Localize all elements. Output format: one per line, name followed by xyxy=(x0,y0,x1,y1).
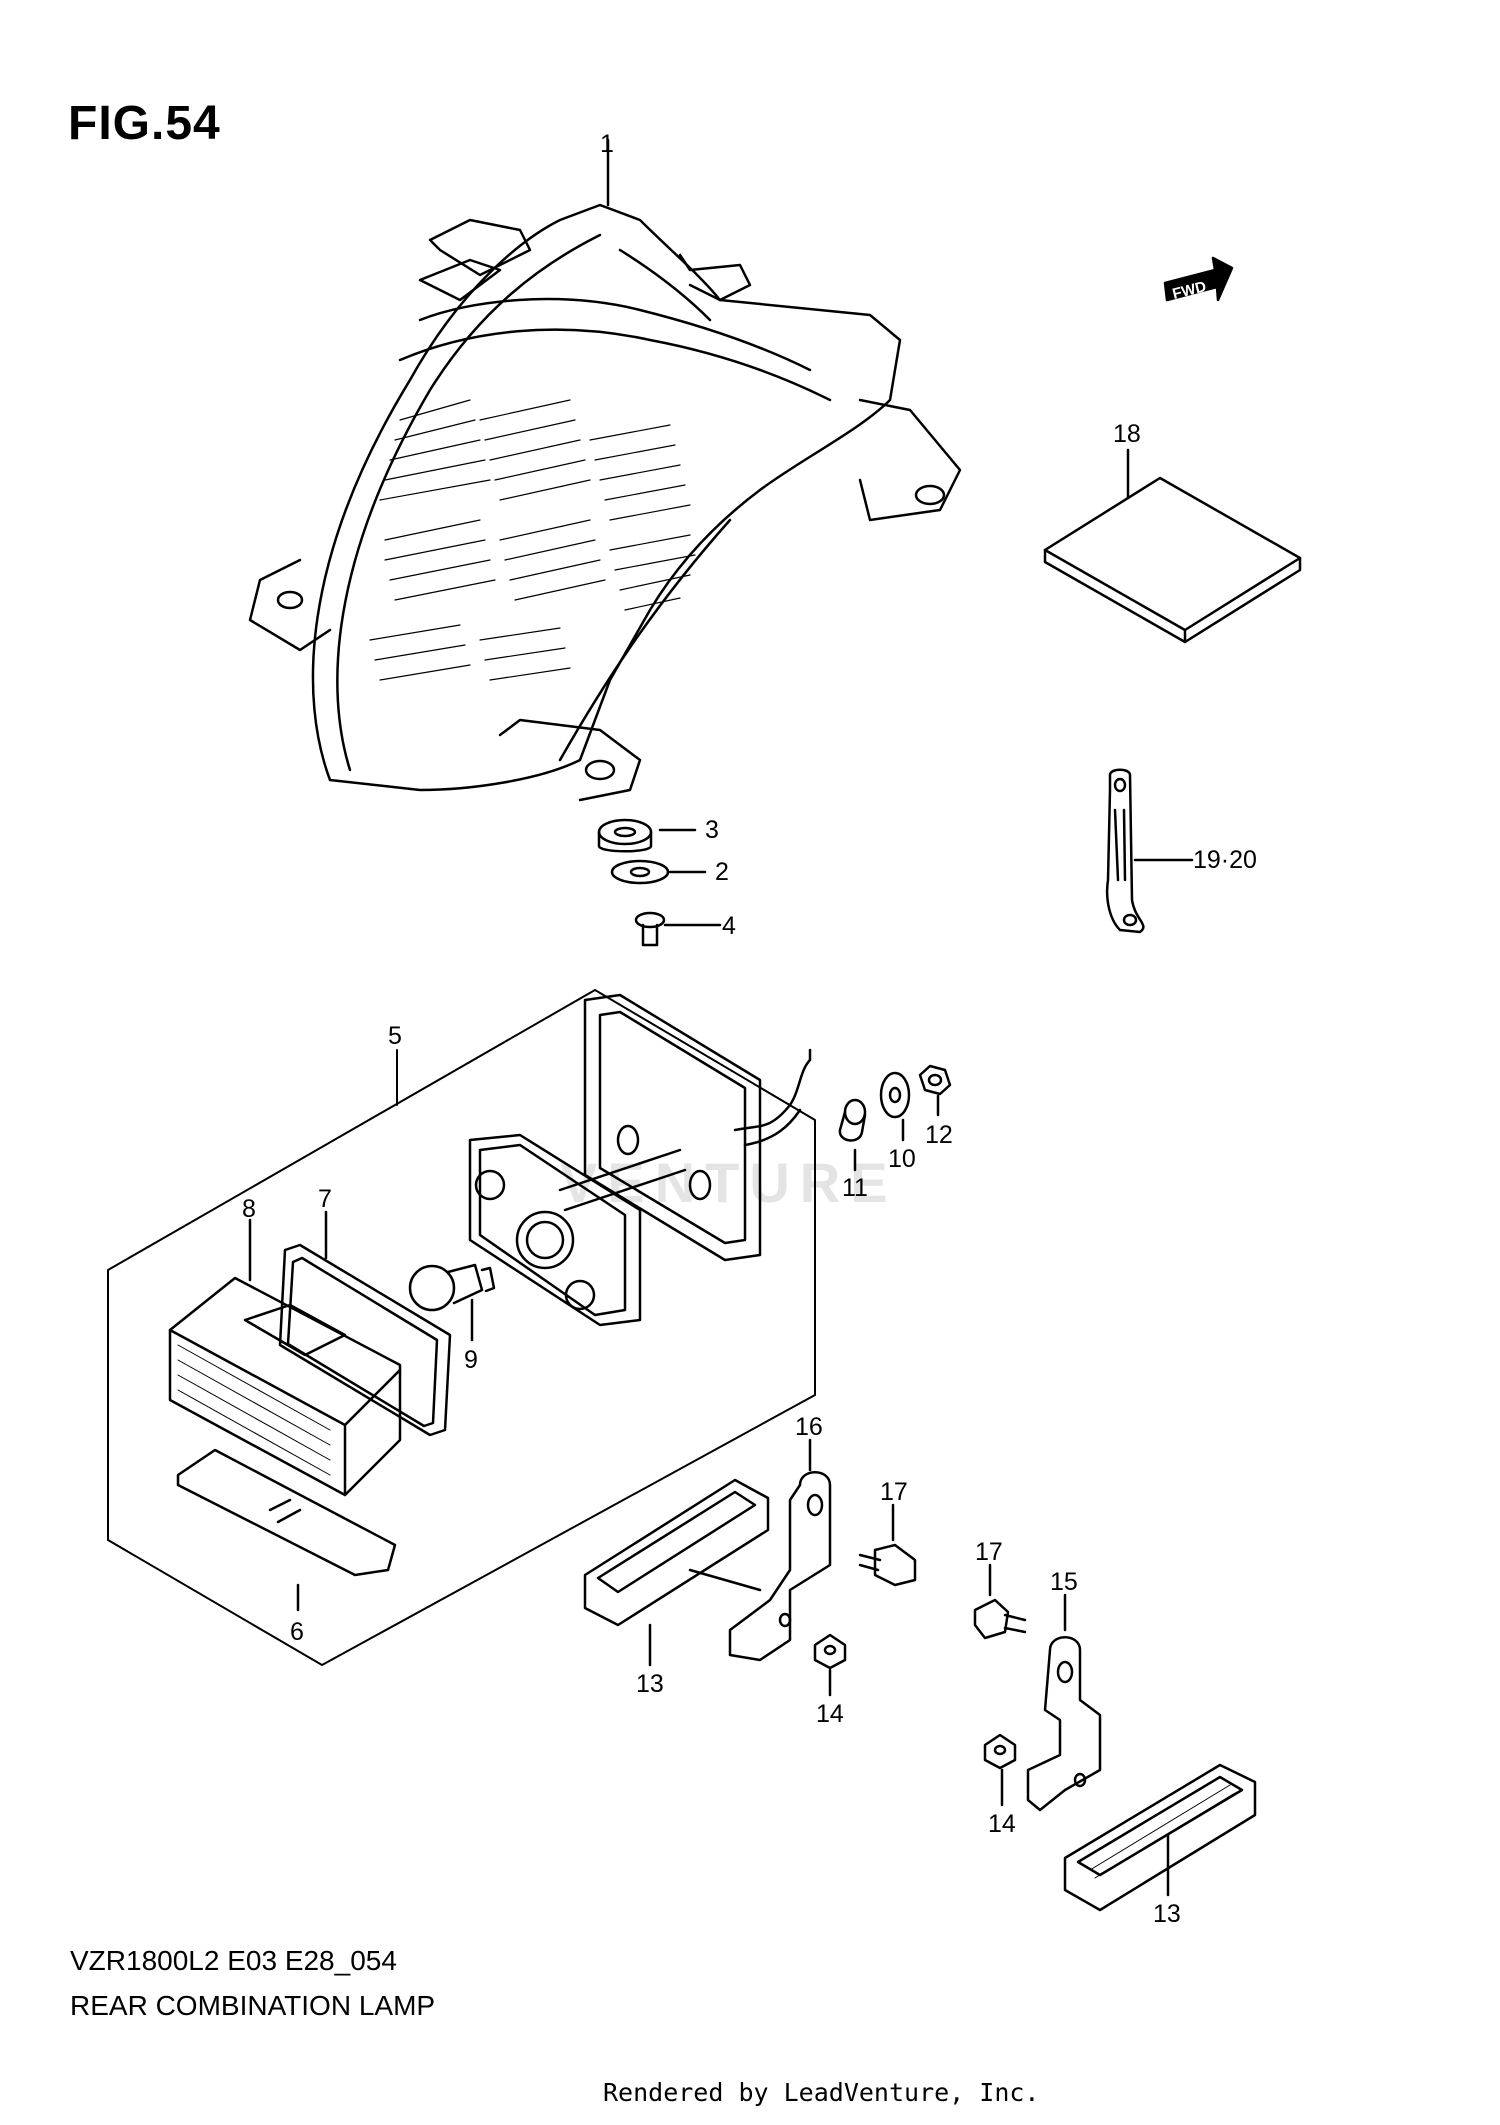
lens-part-8 xyxy=(168,1218,402,1497)
strap-part-19-20 xyxy=(1105,768,1194,934)
reflector-part-13-left xyxy=(583,1478,770,1667)
nut-part-12 xyxy=(918,1064,952,1117)
callout-4: 4 xyxy=(722,912,736,940)
gasket-part-7 xyxy=(278,1210,452,1437)
callout-17-upper: 17 xyxy=(880,1478,908,1506)
kit-outline-part-5 xyxy=(107,989,816,1666)
lamp-socket xyxy=(468,1133,687,1327)
bracket-part-15 xyxy=(1026,1593,1102,1812)
callout-13-left: 13 xyxy=(636,1670,664,1698)
assembly-name: REAR COMBINATION LAMP xyxy=(70,1990,436,2021)
callout-16: 16 xyxy=(795,1413,823,1441)
callout-11: 11 xyxy=(842,1174,868,1202)
callout-8: 8 xyxy=(242,1195,256,1223)
callout-17-lower: 17 xyxy=(975,1538,1003,1566)
callout-10: 10 xyxy=(888,1145,916,1173)
reflector-part-13-right xyxy=(1063,1763,1257,1912)
watermark-text: VENTURE xyxy=(560,1151,898,1214)
lamp-base-plate xyxy=(583,993,812,1262)
cover-plate-part-6 xyxy=(176,1448,397,1612)
callout-6: 6 xyxy=(290,1618,304,1646)
callout-5: 5 xyxy=(388,1022,402,1050)
spacer-part-11 xyxy=(838,1098,867,1172)
callout-18: 18 xyxy=(1113,420,1141,448)
callout-12: 12 xyxy=(925,1121,953,1149)
washer-part-10 xyxy=(879,1071,911,1142)
washer-part-2 xyxy=(610,859,707,885)
adhesive-pad-part-18 xyxy=(1043,448,1302,644)
bolt-part-17-upper xyxy=(858,1503,917,1587)
callout-2: 2 xyxy=(715,858,729,886)
fwd-arrow-icon xyxy=(1163,256,1234,302)
nut-part-14-lower xyxy=(983,1733,1017,1807)
bracket-part-16 xyxy=(688,1438,832,1662)
screw-part-4 xyxy=(634,911,722,947)
callout-3: 3 xyxy=(705,816,719,844)
callout-14-lower: 14 xyxy=(988,1810,1016,1838)
nut-part-14-upper xyxy=(813,1633,847,1697)
footer-credit: Rendered by LeadVenture, Inc. xyxy=(603,2078,1040,2107)
model-code: VZR1800L2 E03 E28_054 xyxy=(70,1945,397,1976)
callout-13-right: 13 xyxy=(1153,1900,1181,1928)
callout-19-20: 19·20 xyxy=(1193,846,1257,874)
callout-14-upper: 14 xyxy=(816,1700,844,1728)
callout-1: 1 xyxy=(600,130,614,158)
callout-15: 15 xyxy=(1050,1568,1078,1596)
callout-labels: 1 3 2 4 18 19·20 5 12 10 11 7 8 9 6 16 1… xyxy=(242,130,1257,1928)
grommet-part-3 xyxy=(597,818,697,853)
callout-9: 9 xyxy=(464,1346,478,1374)
figure-label: FIG.54 xyxy=(68,97,221,150)
bolt-part-17-lower xyxy=(973,1563,1027,1640)
tail-lamp-housing xyxy=(248,138,962,802)
callout-7: 7 xyxy=(318,1185,332,1213)
bulb-part-9 xyxy=(408,1263,496,1342)
